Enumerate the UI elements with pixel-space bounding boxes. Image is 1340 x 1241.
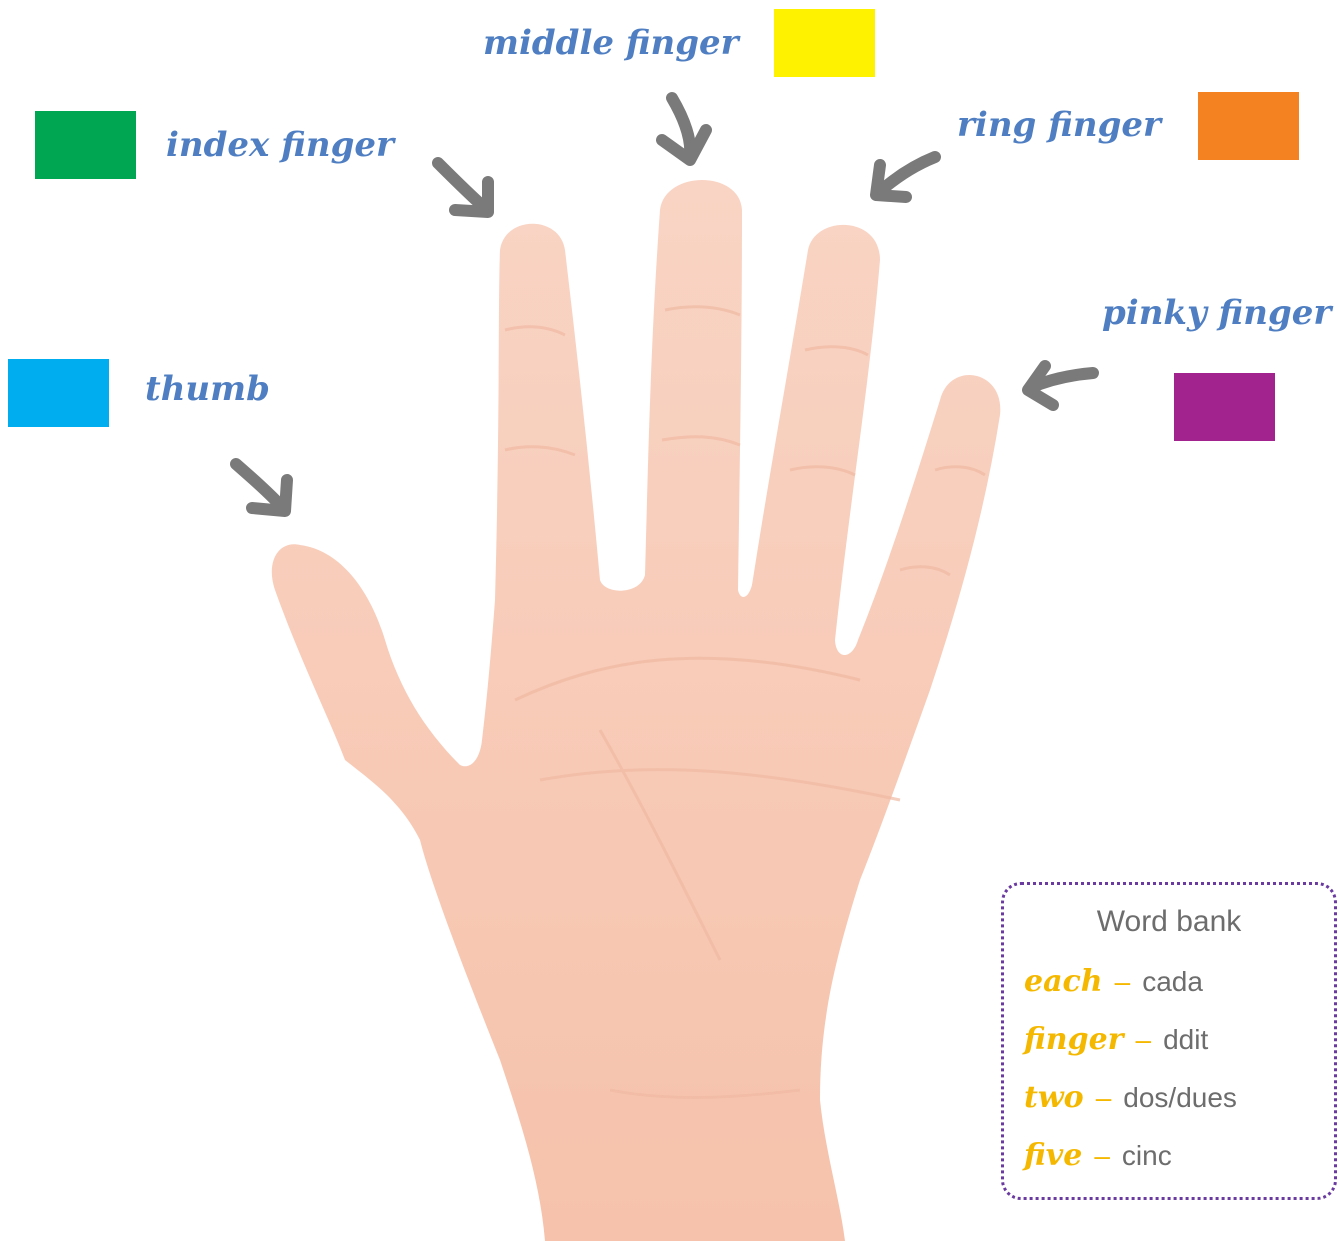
thumb-arrow-icon	[236, 464, 283, 508]
word-english: finger	[1024, 1022, 1124, 1057]
pinky-finger-color-box	[1174, 373, 1275, 441]
word-english: five	[1024, 1138, 1082, 1173]
word-catalan: cinc	[1122, 1140, 1172, 1171]
word-catalan: dos/dues	[1123, 1082, 1237, 1113]
thumb-color-box	[8, 359, 109, 427]
word-bank-entry: five–cinc	[1024, 1141, 1172, 1171]
word-bank-entry: finger–ddit	[1024, 1025, 1208, 1055]
middle-finger-color-box	[774, 9, 875, 77]
thumb-label: thumb	[145, 372, 270, 406]
word-bank-title: Word bank	[1004, 905, 1334, 939]
index-finger-color-box	[35, 111, 136, 179]
middle-finger-label: middle finger	[483, 26, 739, 60]
word-separator: –	[1136, 1024, 1152, 1055]
word-separator: –	[1115, 966, 1131, 997]
word-separator: –	[1096, 1082, 1112, 1113]
word-catalan: ddit	[1163, 1024, 1208, 1055]
word-bank-entry: each–cada	[1024, 967, 1203, 997]
pinky-finger-label: pinky finger	[1102, 296, 1331, 330]
ring-finger-arrow-icon	[878, 157, 935, 193]
ring-finger-label: ring finger	[957, 108, 1161, 142]
ring-finger-color-box	[1198, 92, 1299, 160]
word-bank-entry: two–dos/dues	[1024, 1083, 1237, 1113]
index-finger-label: index finger	[166, 128, 394, 162]
index-finger-arrow-icon	[438, 163, 487, 210]
word-separator: –	[1094, 1140, 1110, 1171]
word-catalan: cada	[1142, 966, 1203, 997]
word-bank: Word bank each–cada finger–ddit two–dos/…	[1001, 882, 1337, 1200]
word-english: each	[1024, 964, 1103, 999]
word-english: two	[1024, 1080, 1084, 1115]
